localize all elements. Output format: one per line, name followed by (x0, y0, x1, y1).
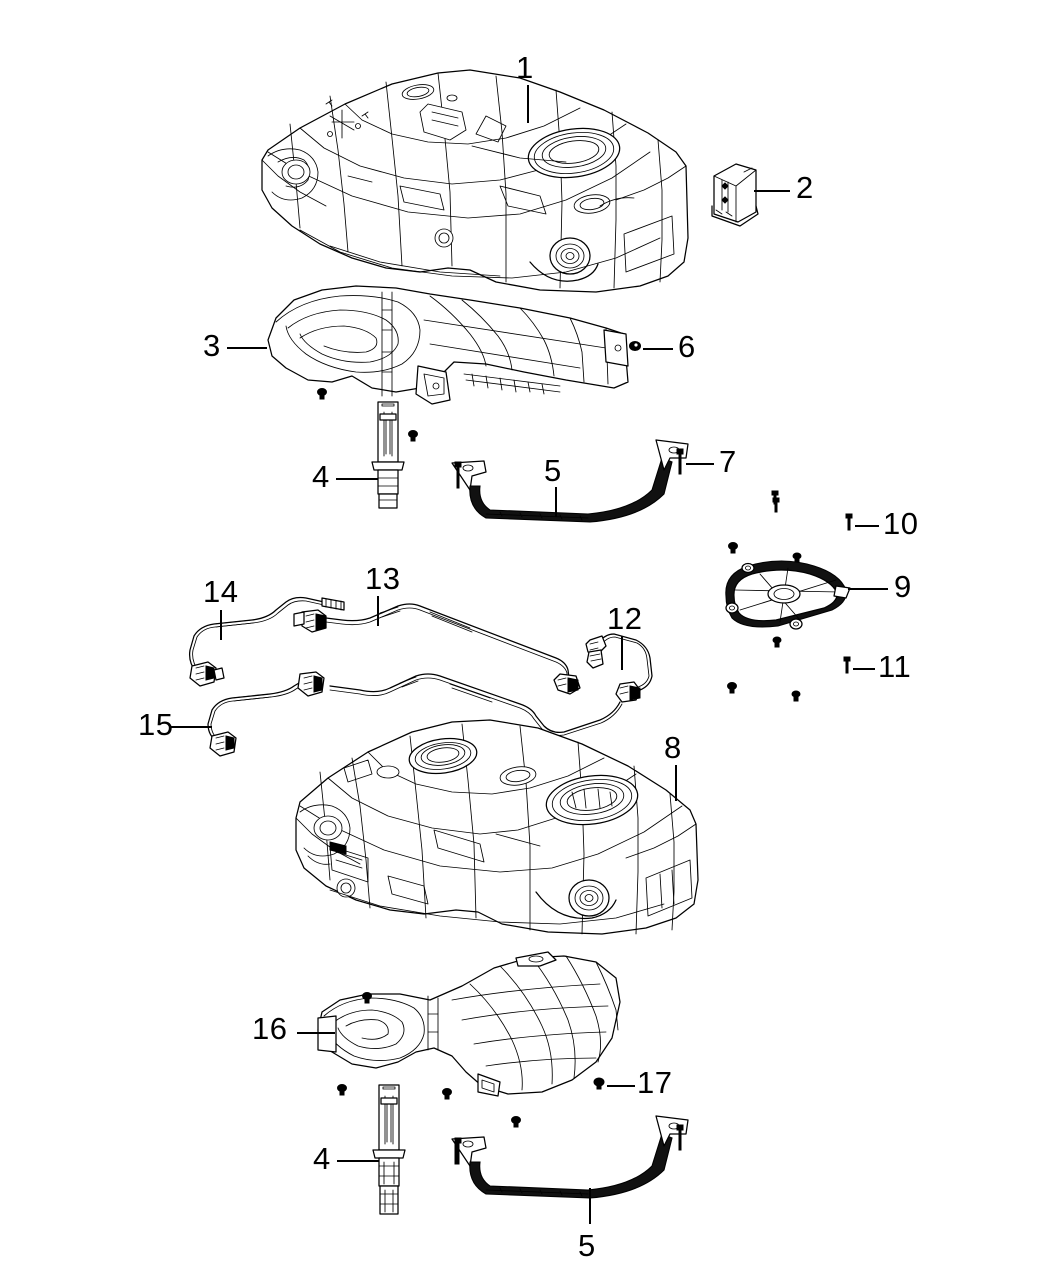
part-10-screw (845, 513, 853, 531)
leader-line-vent-tube-lower (337, 1160, 379, 1162)
part-7-strap-bolt (676, 448, 684, 475)
part-16-heat-shield-lower (317, 951, 621, 1097)
callout-label-clip-17: 17 (637, 1065, 673, 1100)
callout-label-bracket-clip: 2 (796, 170, 814, 205)
callout-label-heat-shield-upper: 3 (203, 328, 221, 363)
callout-label-tank-strap-lower: 5 (578, 1228, 596, 1263)
clip-on-shield-16 (362, 992, 372, 1004)
tank-emboss-mark (325, 99, 369, 139)
line-14-connector (189, 661, 225, 687)
leader-line-fuel-line-13 (377, 596, 379, 626)
leader-line-heat-shield-lower (297, 1032, 335, 1034)
line-12-connector-bottom (615, 681, 641, 703)
part-15-fuel-line (207, 671, 325, 757)
leader-line-vent-tube-upper (336, 478, 378, 480)
part-4-vent-tube-lower (372, 1084, 406, 1215)
leader-line-pump-shield (848, 588, 888, 590)
callout-label-fuel-tank-upper: 1 (516, 50, 534, 85)
callout-label-vent-tube-lower: 4 (313, 1141, 331, 1176)
leader-line-strap-bolt-upper (686, 463, 714, 465)
leader-line-heat-shield-upper (227, 347, 267, 349)
part-5-tank-strap-lower (451, 1115, 689, 1199)
part-11-screw (843, 656, 851, 674)
strap-bolt-left (454, 461, 462, 489)
part-6-grommet-clip (629, 341, 641, 351)
callout-label-fuel-line-12: 12 (607, 601, 643, 636)
part-5-tank-strap-upper (451, 439, 689, 523)
callout-label-pump-shield: 9 (894, 569, 912, 604)
strap-bolt-lower-right (676, 1124, 684, 1151)
fuel-port-lower (535, 879, 617, 920)
leader-line-tank-strap-lower (589, 1188, 591, 1224)
line-15-connector-top (297, 671, 325, 697)
fastener-cluster-shield (727, 490, 802, 702)
part-12-fuel-line (585, 633, 653, 703)
callout-label-fuel-tank-lower: 8 (664, 730, 682, 765)
line-12-connector-top (585, 635, 607, 669)
part-2-bracket-clip (711, 163, 759, 227)
line-15-connector-bottom (209, 731, 237, 757)
leader-line-tank-strap-upper (555, 487, 557, 517)
part-8-fuel-tank-lower (295, 719, 699, 935)
callout-label-vent-tube-upper: 4 (312, 459, 330, 494)
callout-label-strap-bolt-upper: 7 (719, 444, 737, 479)
leader-line-fuel-tank-lower (675, 765, 677, 801)
leader-line-fuel-tank-upper (527, 85, 529, 123)
pump-opening-upper (527, 127, 621, 179)
part-17-clip (593, 1077, 605, 1090)
callout-label-fuel-line-13: 13 (365, 561, 401, 596)
leader-line-screw-10 (855, 525, 879, 527)
pump-opening-lower-left (408, 737, 478, 775)
leader-line-grommet-clip (643, 348, 673, 350)
leader-line-clip-17 (607, 1085, 635, 1087)
part-14-fuel-line (189, 596, 345, 687)
callout-label-fuel-line-14: 14 (203, 574, 239, 609)
leader-line-bracket-clip (754, 190, 790, 192)
line-13-connector-right (553, 673, 581, 695)
leader-line-fuel-line-14 (220, 610, 222, 640)
callout-label-fuel-line-15: 15 (138, 707, 174, 742)
part-13-fuel-line (293, 603, 581, 695)
fastener-cluster-lower (337, 1084, 521, 1128)
leader-line-fuel-line-12 (621, 636, 623, 670)
part-3-heat-shield-upper (267, 285, 629, 405)
clip-small-b (408, 430, 418, 442)
part-1-fuel-tank-upper (261, 69, 689, 293)
part-9-pump-shield (725, 560, 851, 630)
line-13-connector-left (293, 609, 327, 633)
part-4-vent-tube-upper (371, 401, 405, 509)
clip-small-a (317, 388, 327, 400)
callout-label-screw-11: 11 (878, 649, 912, 684)
callout-label-heat-shield-lower: 16 (252, 1011, 288, 1046)
strap-bolt-lower-left (454, 1137, 462, 1165)
pump-opening-lower-right (545, 774, 639, 826)
fuel-line-lower-long (329, 673, 623, 736)
callout-label-tank-strap-upper: 5 (544, 453, 562, 488)
fuel-port-upper (529, 237, 599, 282)
leader-line-screw-11 (853, 668, 875, 670)
callout-label-screw-10: 10 (883, 506, 919, 541)
callout-label-grommet-clip: 6 (678, 329, 696, 364)
leader-line-fuel-line-15 (170, 726, 212, 728)
